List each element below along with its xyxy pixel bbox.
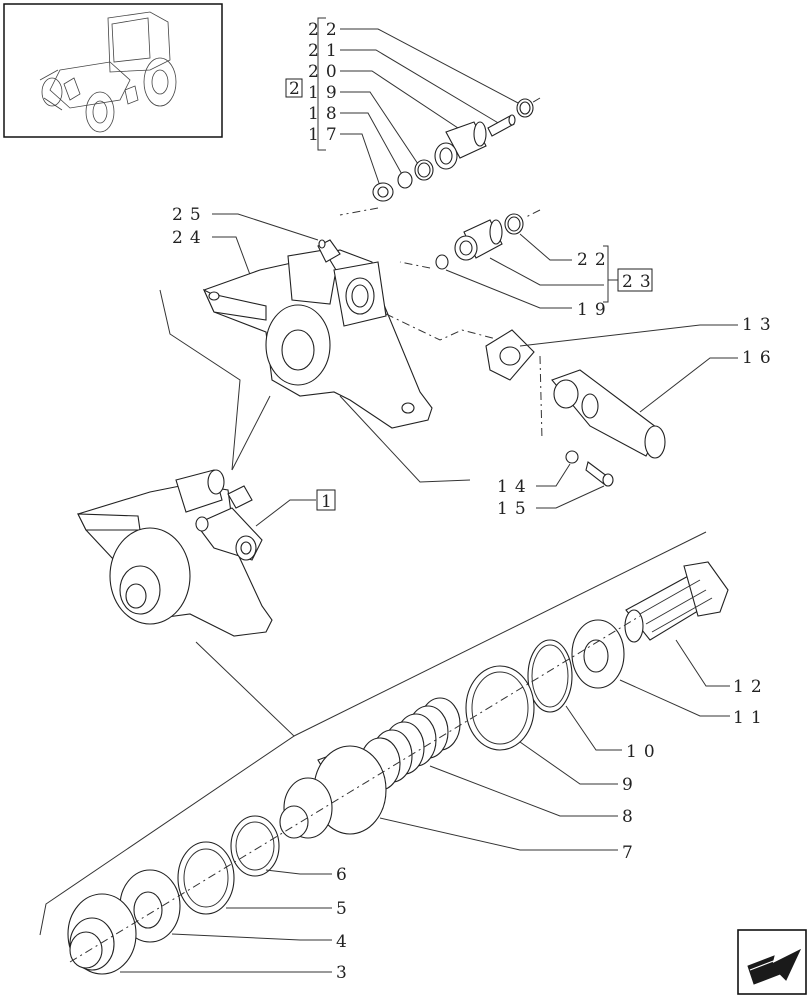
part-1-valve-assembly[interactable]: [77, 469, 273, 637]
part-3-bearing[interactable]: [67, 893, 137, 975]
callout-1: 1: [321, 492, 339, 512]
part-14-washer[interactable]: [565, 450, 579, 464]
part-8-spring[interactable]: [359, 697, 461, 791]
callout-24: 24: [172, 228, 208, 248]
tractor-icon: [39, 11, 177, 133]
leader-lines-13-16: [519, 324, 738, 413]
part-15-bolt[interactable]: [585, 461, 614, 487]
callout-8: 8: [622, 807, 640, 827]
callout-21-box: 2: [289, 79, 307, 99]
connector-lines: [159, 289, 471, 483]
callout-6: 6: [336, 865, 354, 885]
leader-lines-top: [340, 28, 521, 187]
callout-10: 10: [626, 742, 662, 762]
callout-1-box: [316, 489, 336, 511]
part-17-plug[interactable]: [372, 182, 394, 202]
callout-22b: 22: [577, 250, 613, 270]
part-6-ring[interactable]: [230, 815, 280, 877]
part-16-solenoid[interactable]: [551, 369, 666, 459]
bracket-23: [603, 245, 618, 303]
part-20-fitting[interactable]: [434, 121, 487, 170]
callout-3: 3: [336, 963, 354, 983]
next-page-arrow-icon[interactable]: [737, 929, 807, 995]
leader-lines-14-15: [536, 463, 605, 509]
part-23-fitting[interactable]: [454, 219, 503, 261]
callout-22: 22: [308, 20, 344, 40]
part-10-circlip[interactable]: [527, 639, 573, 713]
callout-5: 5: [336, 899, 354, 919]
callout-15: 15: [497, 499, 533, 519]
callout-9: 9: [622, 775, 640, 795]
axis-line-lower: [69, 615, 641, 963]
callout-23: 23: [622, 272, 658, 292]
callout-16: 16: [742, 348, 778, 368]
bracket-17-22: [285, 17, 326, 151]
callout-7: 7: [622, 843, 640, 863]
callout-20: 20: [308, 62, 344, 82]
part-24-housing-upper[interactable]: [202, 239, 433, 429]
leader-lines-25-24: [212, 213, 319, 281]
part-19-oring[interactable]: [414, 159, 434, 181]
part-13-gasket[interactable]: [485, 329, 535, 381]
leader-lines-lower: [120, 639, 730, 973]
callout-4: 4: [336, 932, 354, 952]
callout-17: 17: [308, 125, 344, 145]
part-18-oring[interactable]: [397, 171, 413, 189]
part-12-bolt[interactable]: [624, 561, 729, 643]
part-9-ring[interactable]: [465, 665, 535, 751]
exploded-boundary-lines: [39, 531, 707, 936]
callout-11: 11: [733, 708, 769, 728]
axis-line-top: [339, 97, 541, 216]
callout-19b: 19: [577, 300, 613, 320]
part-7-piston[interactable]: [279, 745, 387, 839]
callout-19: 19: [308, 83, 344, 103]
callout-12: 12: [733, 677, 769, 697]
axis-line-housing: [385, 313, 543, 441]
part-19-oring-b[interactable]: [435, 254, 449, 270]
axis-line-mid: [399, 209, 541, 269]
callout-14: 14: [497, 477, 533, 497]
callout-18: 18: [308, 104, 344, 124]
part-21-pin[interactable]: [487, 114, 516, 137]
part-22-oring[interactable]: [516, 98, 534, 118]
callout-21: 21: [308, 41, 344, 61]
leader-line-1: [255, 499, 316, 527]
leader-lines-mid-right: [445, 233, 604, 309]
callout-25: 25: [172, 205, 208, 225]
part-22-oring-b[interactable]: [504, 213, 524, 235]
part-11-washer[interactable]: [571, 619, 625, 689]
part-5-ring[interactable]: [177, 841, 235, 915]
tractor-thumbnail[interactable]: [3, 3, 223, 138]
callout-13: 13: [742, 315, 778, 335]
